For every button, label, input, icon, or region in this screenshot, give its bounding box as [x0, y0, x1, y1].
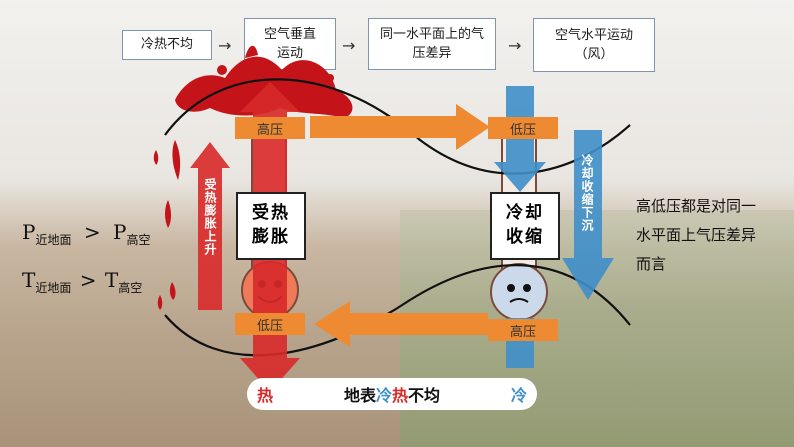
- temperature-formula: T近地面 > T高空: [22, 268, 143, 295]
- left-bottom-pressure-label: 低压: [235, 313, 305, 335]
- surface-uneven-text: 地表冷热不均: [343, 386, 441, 405]
- orange-upper-arrow: [310, 104, 490, 150]
- surface-uneven-heating-bar: 热 地表冷热不均 冷: [247, 378, 537, 410]
- hot-label: 热: [257, 386, 274, 405]
- right-top-pressure-label: 低压: [488, 117, 558, 139]
- isobar-lower: [164, 264, 631, 357]
- heated-expansion-box: 受热膨胀: [236, 192, 306, 260]
- chain-arrow-3: →: [508, 36, 522, 55]
- chain-arrow-2: →: [342, 36, 356, 55]
- cooled-contraction-box: 冷却收缩: [490, 192, 560, 260]
- red-side-arrow: [190, 142, 230, 310]
- red-splash-decoration: [153, 45, 353, 310]
- sinking-side-text: 冷却收缩下沉: [580, 154, 594, 232]
- pressure-note: 高低压都是对同一水平面上气压差异而言: [636, 197, 757, 273]
- chain-arrow-1: →: [218, 36, 232, 55]
- right-bottom-pressure-label: 高压: [488, 319, 558, 341]
- orange-lower-arrow: [314, 301, 488, 347]
- cold-label: 冷: [510, 386, 527, 405]
- isobar-upper: [164, 78, 631, 175]
- chain-step-1: 冷热不均: [122, 30, 212, 60]
- rising-side-text: 受热膨胀上升: [203, 178, 217, 256]
- pressure-formula: P近地面 > P高空: [22, 220, 151, 247]
- chain-step-3: 同一水平面上的气压差异: [368, 18, 496, 70]
- chain-step-4: 空气水平运动（风）: [533, 18, 655, 72]
- left-top-pressure-label: 高压: [235, 117, 305, 139]
- blue-side-arrow: [562, 130, 614, 300]
